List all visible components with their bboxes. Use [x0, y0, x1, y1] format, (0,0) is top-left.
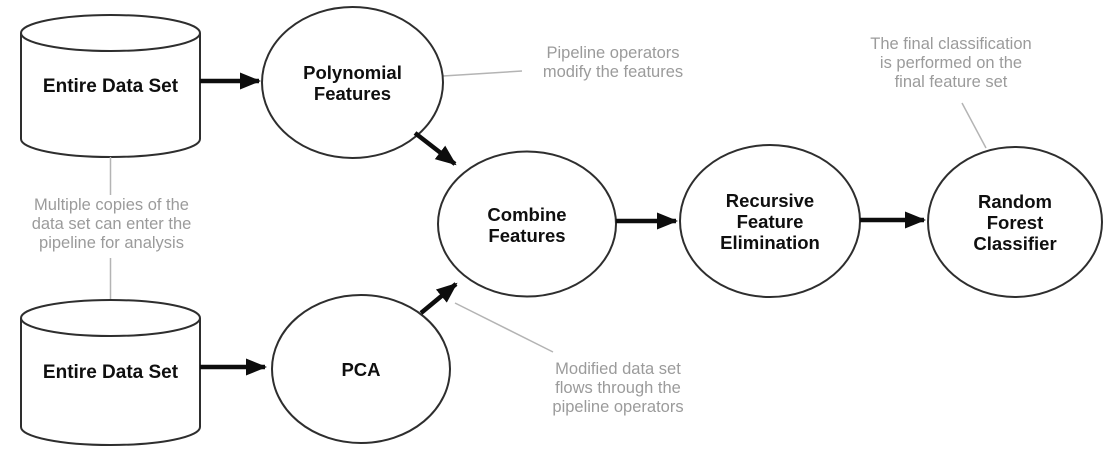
- pca-node: [271, 294, 451, 444]
- random-forest-classifier-node: [927, 146, 1103, 298]
- annotation-line-final-classification: [961, 102, 987, 149]
- database-cylinder-top: [20, 14, 201, 158]
- arrow-polynomial-to-combine: [413, 131, 457, 166]
- combine-features-node: [437, 150, 617, 298]
- polynomial-features-node: [261, 6, 444, 159]
- database-cylinder-bottom: [20, 299, 201, 446]
- arrow-pca-to-combine: [419, 282, 458, 315]
- recursive-feature-elimination-node: [679, 144, 861, 298]
- annotation-line-pipeline-operators: [442, 70, 523, 77]
- annotation-line-modified-dataset: [454, 302, 554, 353]
